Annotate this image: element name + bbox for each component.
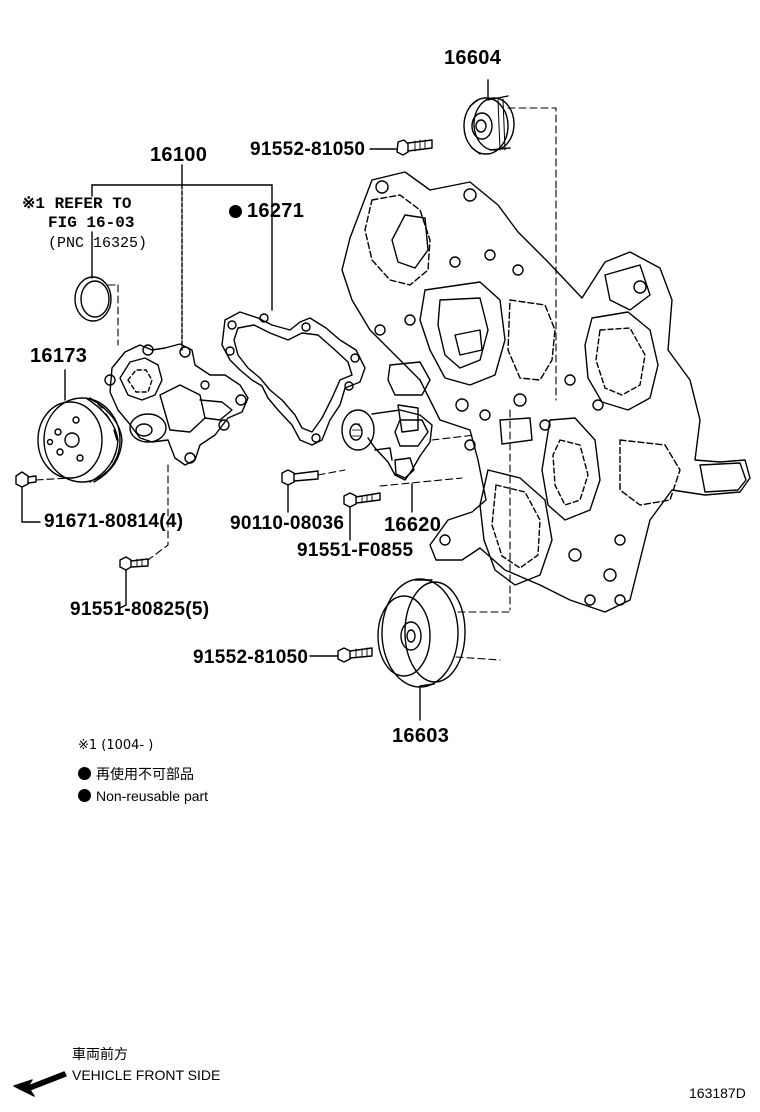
part-number-91551-80825: 91551-80825(5)	[70, 599, 210, 620]
part-number-91671: 91671-80814(4)	[44, 511, 184, 532]
legend-footnote: ※1 (1004- )	[78, 738, 154, 753]
water-pump-gasket-16271	[221, 311, 366, 446]
idler-pulley-16604	[463, 95, 515, 155]
part-number-91551-f0855: 91551-F0855	[297, 540, 414, 561]
direction-english: VEHICLE FRONT SIDE	[72, 1067, 221, 1083]
timing-cover	[341, 171, 751, 613]
legend-japanese: 再使用不可部品	[78, 767, 194, 781]
legend-japanese-text: 再使用不可部品	[96, 766, 194, 782]
bolt-91551-80825	[119, 556, 149, 609]
pulley-16173	[37, 397, 123, 483]
legend-english-text: Non-reusable part	[96, 788, 209, 804]
part-number-90110: 90110-08036	[230, 513, 345, 534]
refer-note-line3: (PNC 16325)	[48, 235, 148, 252]
tensioner-16620	[341, 409, 433, 481]
part-number-16271: 16271	[229, 201, 304, 221]
bolt-91552-top	[369, 139, 433, 156]
bolt-91552-bottom	[309, 647, 373, 663]
part-number-16100: 16100	[150, 144, 208, 166]
part-number-16620: 16620	[384, 514, 442, 536]
legend-english: Non-reusable part	[78, 789, 208, 803]
non-reusable-dot-icon	[229, 205, 242, 218]
o-ring	[74, 276, 112, 322]
bolt-91671	[15, 471, 41, 523]
leader-lines	[64, 79, 489, 721]
idler-pulley-16603	[377, 578, 466, 688]
non-reusable-dot-icon	[78, 789, 91, 802]
bolt-91551-f0855	[343, 492, 381, 541]
non-reusable-dot-icon	[78, 767, 91, 780]
alignment-lines	[35, 107, 557, 661]
part-number-16173: 16173	[30, 345, 88, 367]
figure-id: 163187D	[689, 1085, 746, 1101]
refer-note-line1: ※1 REFER TO	[22, 195, 132, 213]
part-number-91552-bottom: 91552-81050	[193, 647, 309, 668]
part-number-16271-text: 16271	[247, 200, 305, 222]
part-number-16603: 16603	[392, 725, 450, 747]
bolt-90110	[281, 469, 319, 513]
front-direction-arrow	[13, 1071, 67, 1097]
part-number-91552-top: 91552-81050	[250, 139, 366, 160]
water-pump-16100	[104, 343, 249, 466]
direction-japanese: 車両前方	[72, 1046, 128, 1062]
refer-note-line2: FIG 16-03	[48, 214, 135, 232]
part-number-16604: 16604	[444, 47, 502, 69]
